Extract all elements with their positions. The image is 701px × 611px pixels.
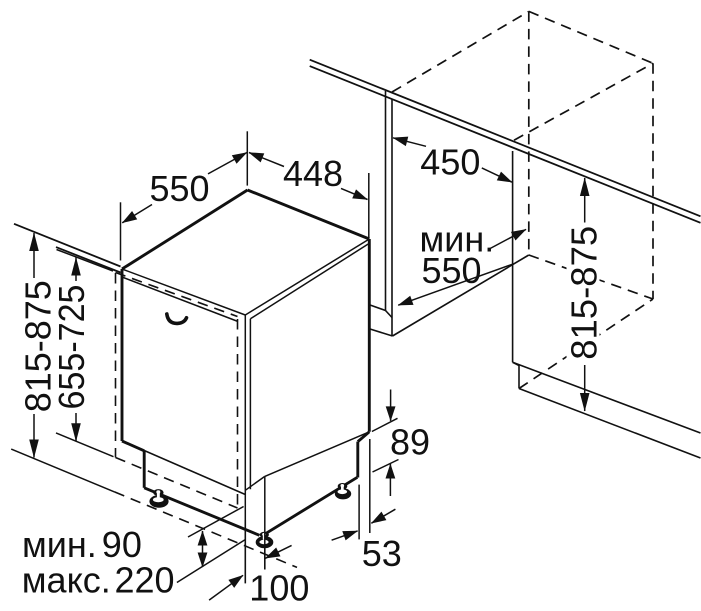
- svg-text:815-875: 815-875: [563, 226, 604, 360]
- svg-text:100: 100: [249, 567, 309, 608]
- svg-text:макс.: макс.: [22, 559, 111, 600]
- svg-text:550: 550: [150, 168, 210, 209]
- svg-text:655-725: 655-725: [51, 285, 92, 410]
- svg-text:450: 450: [420, 142, 480, 183]
- svg-text:220: 220: [115, 559, 175, 600]
- svg-text:90: 90: [102, 524, 142, 565]
- svg-text:53: 53: [362, 533, 402, 574]
- svg-text:мин.: мин.: [420, 219, 495, 260]
- svg-text:89: 89: [390, 422, 430, 463]
- svg-text:448: 448: [283, 153, 343, 194]
- svg-text:мин.: мин.: [22, 524, 97, 565]
- svg-text:550: 550: [422, 250, 482, 291]
- svg-text:815-875: 815-875: [17, 280, 58, 412]
